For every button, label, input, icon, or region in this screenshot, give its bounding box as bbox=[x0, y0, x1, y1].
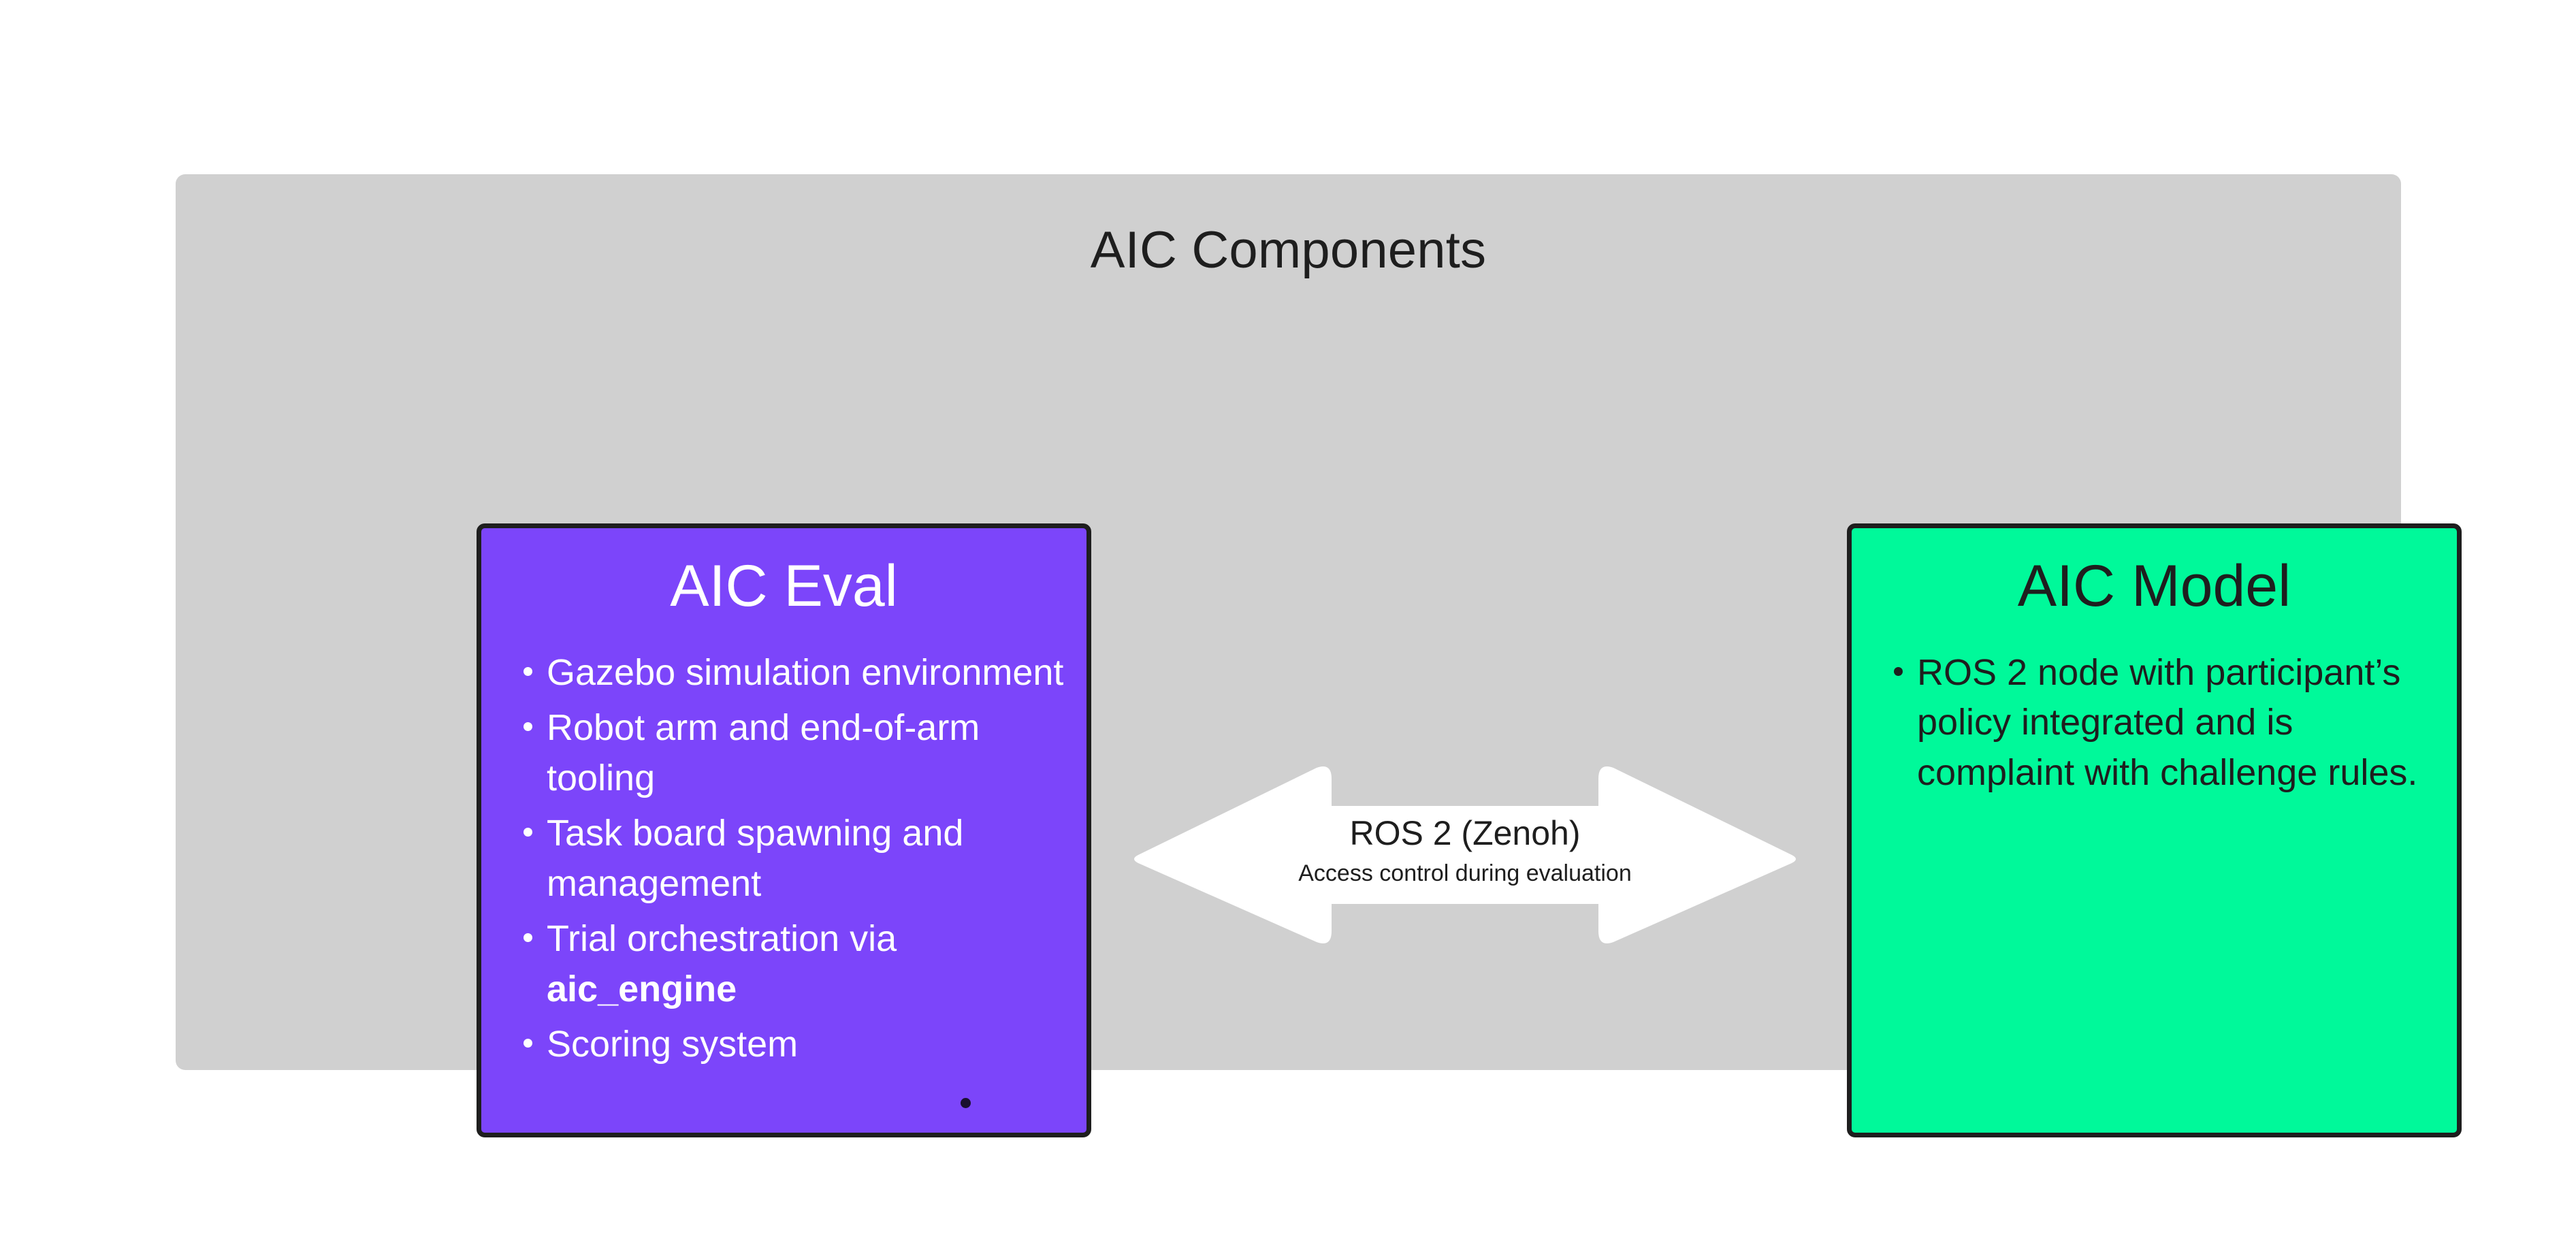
connector-arrow: ROS 2 (Zenoh) Access control during eval… bbox=[1134, 764, 1796, 946]
list-item: Scoring system bbox=[524, 1020, 1084, 1069]
aic-components-panel: AIC Components AIC Eval Gazebo simulatio… bbox=[176, 174, 2462, 1137]
page-title: AIC Components bbox=[1090, 221, 1487, 279]
stray-bullet-marker bbox=[961, 1098, 971, 1108]
list-item: Gazebo simulation environment bbox=[524, 648, 1084, 698]
double-headed-arrow-icon bbox=[1134, 766, 1796, 943]
component-title-aic-model: AIC Model bbox=[2017, 553, 2291, 619]
list-item: Trial orchestration via aic_engine bbox=[524, 914, 1084, 1014]
feature-list-aic-model: ROS 2 node with participant’s policy int… bbox=[1886, 648, 2455, 803]
list-item: Task board spawning and management bbox=[524, 809, 1084, 909]
connector-label-group: ROS 2 (Zenoh) Access control during eval… bbox=[1134, 813, 1796, 888]
list-item-label: Trial orchestration via bbox=[547, 918, 897, 960]
component-title-aic-eval: AIC Eval bbox=[670, 553, 898, 619]
feature-list-aic-eval: Gazebo simulation environment Robot arm … bbox=[515, 648, 1084, 1075]
component-box-aic-eval[interactable]: AIC Eval Gazebo simulation environment R… bbox=[477, 523, 1091, 1137]
list-item: ROS 2 node with participant’s policy int… bbox=[1894, 648, 2455, 798]
component-box-aic-model[interactable]: AIC Model ROS 2 node with participant’s … bbox=[1847, 523, 2462, 1137]
list-item-label: Gazebo simulation environment bbox=[547, 652, 1064, 693]
list-item-label: ROS 2 node with participant’s policy int… bbox=[1917, 652, 2418, 793]
list-item: Robot arm and end-of-arm tooling bbox=[524, 703, 1084, 803]
list-item-label: Task board spawning and management bbox=[547, 813, 964, 904]
list-item-emphasis: aic_engine bbox=[547, 968, 737, 1009]
connector-title: ROS 2 (Zenoh) bbox=[1349, 814, 1581, 852]
connector-subtitle: Access control during evaluation bbox=[1298, 860, 1632, 886]
list-item-label: Scoring system bbox=[547, 1024, 799, 1065]
list-item-label: Robot arm and end-of-arm tooling bbox=[547, 707, 980, 798]
